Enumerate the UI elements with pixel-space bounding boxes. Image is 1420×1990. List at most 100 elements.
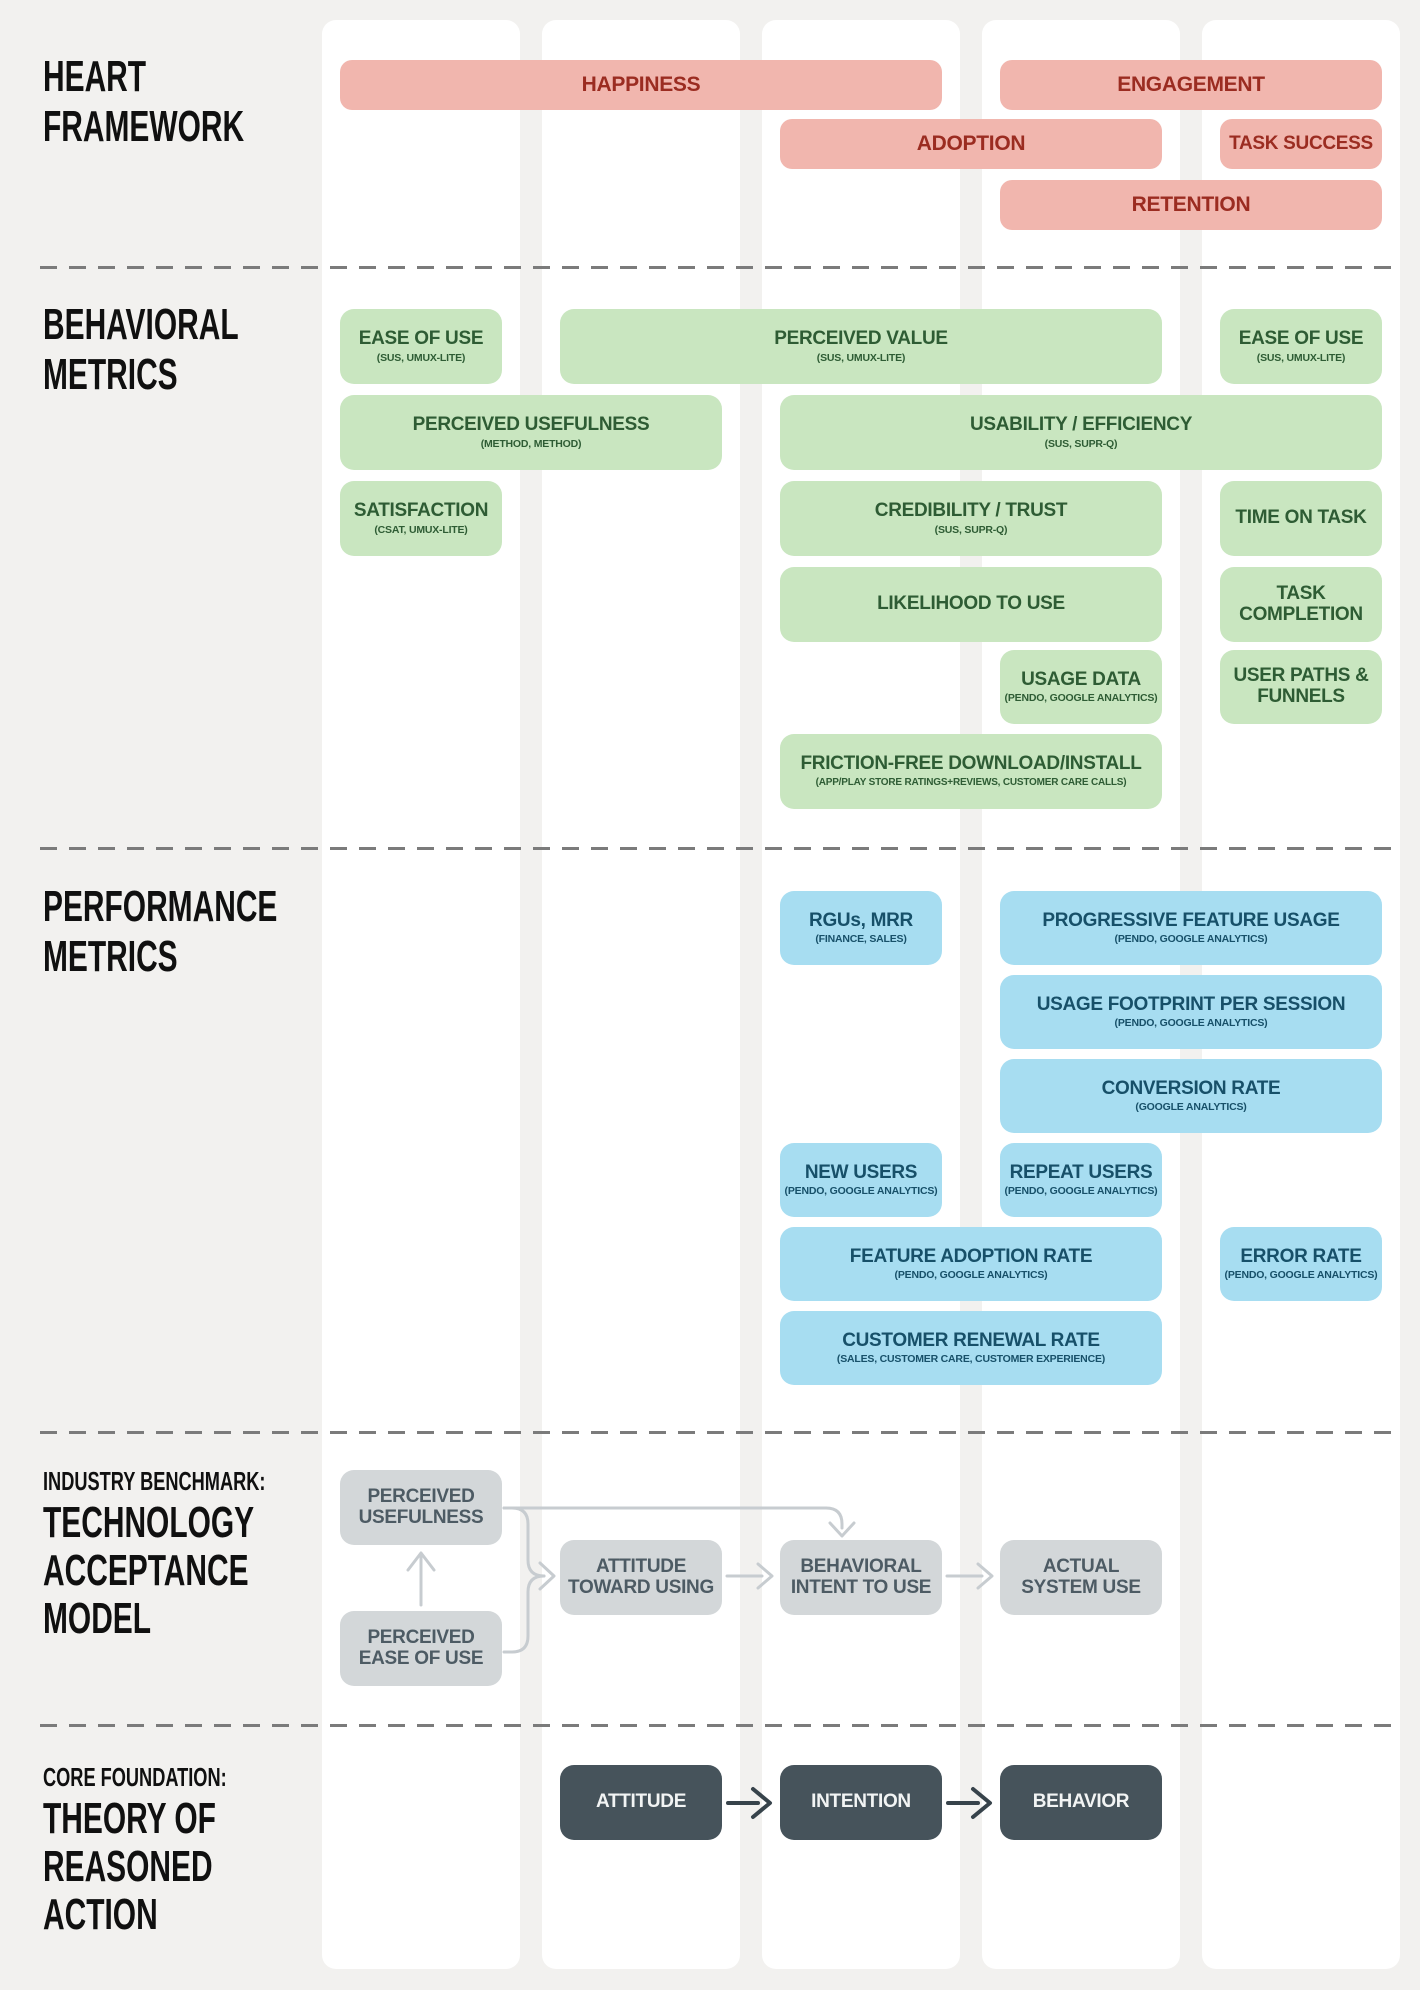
box-sublabel: (PENDO, GOOGLE ANALYTICS) (1114, 1017, 1268, 1030)
box-user-paths-funnels: USER PATHS & FUNNELS (1220, 650, 1382, 724)
box-progressive-feature-usage: PROGRESSIVE FEATURE USAGE (PENDO, GOOGLE… (1000, 891, 1382, 965)
box-sublabel: (PENDO, GOOGLE ANALYTICS) (784, 1185, 938, 1198)
section-kicker: CORE FOUNDATION: (43, 1762, 227, 1792)
section-title-tam: INDUSTRY BENCHMARK: TECHNOLOGY ACCEPTANC… (43, 1466, 361, 1643)
box-sublabel: (PENDO, GOOGLE ANALYTICS) (1004, 1185, 1158, 1198)
title-line: BEHAVIORAL (43, 300, 239, 349)
box-label: USABILITY / EFFICIENCY (969, 414, 1193, 436)
pill-task-success: TASK SUCCESS (1220, 119, 1382, 169)
box-tam-perceived-ease-of-use: PERCEIVED EASE OF USE (340, 1611, 502, 1686)
box-label: USER PATHS & FUNNELS (1233, 665, 1369, 707)
box-label: PERCEIVED VALUE (774, 328, 948, 350)
box-sublabel: (PENDO, GOOGLE ANALYTICS) (1224, 1269, 1378, 1282)
box-error-rate: ERROR RATE (PENDO, GOOGLE ANALYTICS) (1220, 1227, 1382, 1301)
box-sublabel: (SUS, UMUX-LITE) (376, 351, 466, 364)
pill-label: RETENTION (1131, 193, 1251, 217)
box-label: PERCEIVED USEFULNESS (358, 1485, 484, 1528)
title-line: MODEL (43, 1594, 152, 1643)
box-likelihood-to-use: LIKELIHOOD TO USE (780, 567, 1162, 642)
box-label: EASE OF USE (358, 328, 484, 350)
box-feature-adoption-rate: FEATURE ADOPTION RATE (PENDO, GOOGLE ANA… (780, 1227, 1162, 1301)
box-sublabel: (SUS, SUPR-Q) (1044, 437, 1118, 450)
title-line: HEART (43, 52, 147, 101)
section-title-tra: CORE FOUNDATION: THEORY OF REASONED ACTI… (43, 1762, 305, 1939)
divider-tam-tra (40, 1724, 1400, 1727)
box-label: FRICTION-FREE DOWNLOAD/INSTALL (800, 753, 1142, 775)
title-line: PERFORMANCE (43, 882, 278, 931)
box-sublabel: (CSAT, UMUX-LITE) (374, 523, 468, 536)
box-sublabel: (SUS, UMUX-LITE) (816, 351, 906, 364)
box-label: REPEAT USERS (1009, 1161, 1153, 1183)
title-line: METRICS (43, 350, 178, 399)
pill-label: ADOPTION (916, 132, 1026, 156)
box-label: LIKELIHOOD TO USE (877, 593, 1065, 615)
box-label: CONVERSION RATE (1101, 1077, 1281, 1099)
box-label: SATISFACTION (353, 500, 489, 522)
title-line: FRAMEWORK (43, 102, 245, 151)
box-credibility-trust: CREDIBILITY / TRUST (SUS, SUPR-Q) (780, 481, 1162, 556)
box-sublabel: (FINANCE, SALES) (815, 933, 907, 946)
box-customer-renewal-rate: CUSTOMER RENEWAL RATE (SALES, CUSTOMER C… (780, 1311, 1162, 1385)
box-sublabel: (PENDO, GOOGLE ANALYTICS) (894, 1269, 1048, 1282)
box-label: CUSTOMER RENEWAL RATE (842, 1329, 1100, 1351)
divider-heart-behavioral (40, 266, 1400, 269)
box-conversion-rate: CONVERSION RATE (GOOGLE ANALYTICS) (1000, 1059, 1382, 1133)
box-satisfaction: SATISFACTION (CSAT, UMUX-LITE) (340, 481, 502, 556)
divider-behavioral-performance (40, 847, 1400, 850)
box-tam-attitude-toward-using: ATTITUDE TOWARD USING (560, 1540, 722, 1615)
box-tam-actual-system-use: ACTUAL SYSTEM USE (1000, 1540, 1162, 1615)
box-label: CREDIBILITY / TRUST (874, 500, 1068, 522)
box-perceived-usefulness: PERCEIVED USEFULNESS (METHOD, METHOD) (340, 395, 722, 470)
box-label: ACTUAL SYSTEM USE (1021, 1555, 1141, 1598)
box-label: BEHAVIORAL INTENT TO USE (790, 1555, 932, 1598)
box-sublabel: (GOOGLE ANALYTICS) (1135, 1101, 1247, 1114)
box-label: INTENTION (811, 1791, 911, 1813)
box-label: PERCEIVED USEFULNESS (412, 414, 650, 436)
box-label: USAGE DATA (1021, 668, 1141, 690)
box-friction-free-download: FRICTION-FREE DOWNLOAD/INSTALL (APP/PLAY… (780, 734, 1162, 809)
box-rgus-mrr: RGUs, MRR (FINANCE, SALES) (780, 891, 942, 965)
box-tam-behavioral-intent: BEHAVIORAL INTENT TO USE (780, 1540, 942, 1615)
box-sublabel: (SUS, SUPR-Q) (934, 523, 1008, 536)
box-label: USAGE FOOTPRINT PER SESSION (1036, 993, 1346, 1015)
box-label: ATTITUDE (595, 1791, 687, 1813)
box-label: PROGRESSIVE FEATURE USAGE (1042, 909, 1340, 931)
box-ease-of-use-2: EASE OF USE (SUS, UMUX-LITE) (1220, 309, 1382, 384)
section-kicker: INDUSTRY BENCHMARK: (43, 1466, 266, 1496)
box-usability-efficiency: USABILITY / EFFICIENCY (SUS, SUPR-Q) (780, 395, 1382, 470)
box-time-on-task: TIME ON TASK (1220, 481, 1382, 556)
pill-adoption: ADOPTION (780, 119, 1162, 169)
pill-label: TASK SUCCESS (1229, 132, 1373, 154)
box-tra-attitude: ATTITUDE (560, 1765, 722, 1840)
box-label: ATTITUDE TOWARD USING (568, 1555, 714, 1598)
section-title-performance: PERFORMANCE METRICS (43, 882, 388, 982)
box-label: TASK COMPLETION (1239, 582, 1363, 625)
title-line: METRICS (43, 932, 178, 981)
box-label: EASE OF USE (1238, 328, 1364, 350)
title-line: ACCEPTANCE (43, 1546, 249, 1595)
box-label: FEATURE ADOPTION RATE (849, 1245, 1093, 1267)
box-label: RGUs, MRR (809, 909, 913, 931)
title-line: TECHNOLOGY (43, 1498, 255, 1547)
box-ease-of-use-1: EASE OF USE (SUS, UMUX-LITE) (340, 309, 502, 384)
title-line: ACTION (43, 1890, 158, 1939)
pill-engagement: ENGAGEMENT (1000, 60, 1382, 110)
box-sublabel: (APP/PLAY STORE RATINGS+REVIEWS, CUSTOME… (815, 777, 1127, 789)
box-sublabel: (METHOD, METHOD) (480, 437, 582, 450)
title-line: THEORY OF (43, 1794, 216, 1843)
box-tra-behavior: BEHAVIOR (1000, 1765, 1162, 1840)
box-sublabel: (PENDO, GOOGLE ANALYTICS) (1004, 692, 1158, 705)
box-task-completion: TASK COMPLETION (1220, 567, 1382, 642)
box-label: BEHAVIOR (1032, 1791, 1130, 1813)
box-label: ERROR RATE (1240, 1245, 1362, 1267)
box-usage-footprint: USAGE FOOTPRINT PER SESSION (PENDO, GOOG… (1000, 975, 1382, 1049)
box-sublabel: (SUS, UMUX-LITE) (1256, 351, 1346, 364)
section-title-behavioral: BEHAVIORAL METRICS (43, 300, 331, 400)
box-label: PERCEIVED EASE OF USE (358, 1626, 484, 1669)
box-new-users: NEW USERS (PENDO, GOOGLE ANALYTICS) (780, 1143, 942, 1217)
box-tam-perceived-usefulness: PERCEIVED USEFULNESS (340, 1470, 502, 1545)
box-tra-intention: INTENTION (780, 1765, 942, 1840)
pill-retention: RETENTION (1000, 180, 1382, 230)
box-usage-data: USAGE DATA (PENDO, GOOGLE ANALYTICS) (1000, 650, 1162, 724)
